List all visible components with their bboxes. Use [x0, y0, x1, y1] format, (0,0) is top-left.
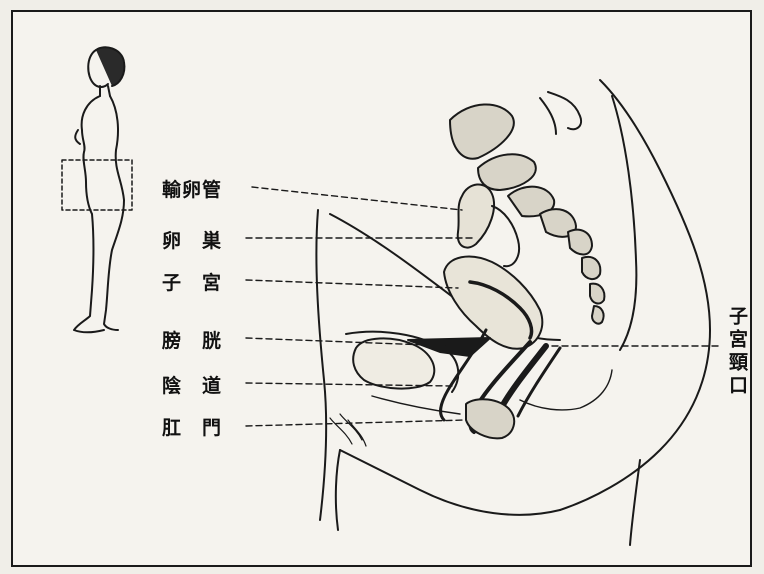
label-vagina: 陰 道 — [162, 371, 222, 398]
label-fallopian-tube: 輸卵管 — [162, 175, 222, 202]
leader-anus — [246, 420, 466, 426]
label-bladder: 膀 胱 — [162, 326, 222, 353]
leader-uterus — [246, 280, 458, 288]
standing-body-outline — [74, 47, 124, 332]
label-anus: 肛 門 — [162, 413, 222, 440]
label-ovary: 卵 巣 — [162, 226, 222, 253]
leader-fallopian-tube — [252, 187, 462, 210]
sagittal-section — [316, 80, 710, 545]
label-cervix: 子宮頸口 — [724, 306, 751, 398]
label-uterus: 子 宮 — [162, 268, 222, 295]
